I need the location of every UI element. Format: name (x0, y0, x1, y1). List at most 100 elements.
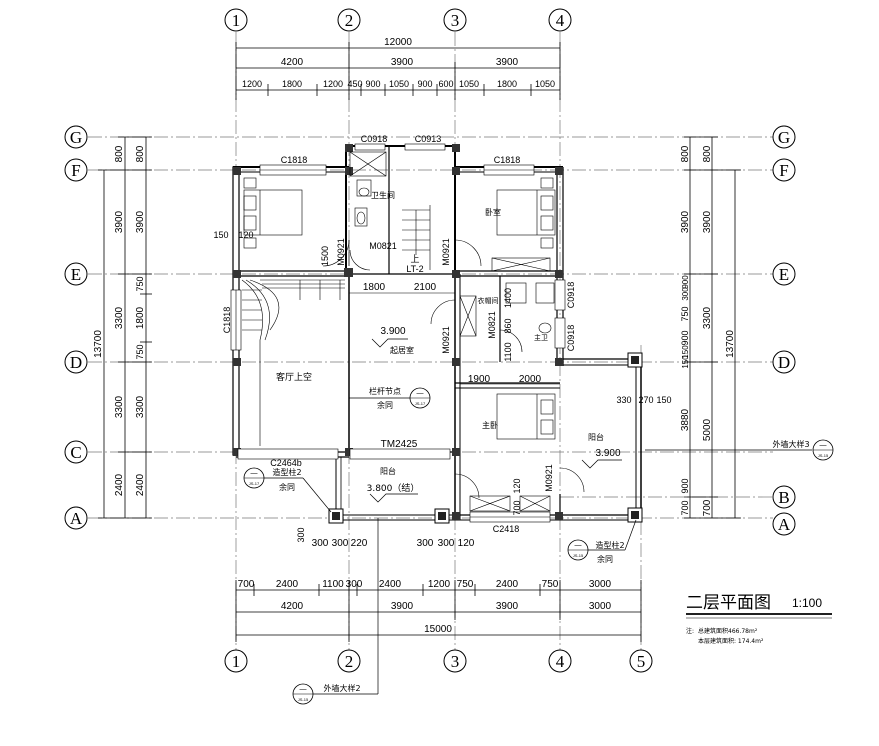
dim-label: 2400 (135, 473, 146, 496)
area-note-floor: 本层建筑面积: 174.4m² (698, 637, 764, 645)
room-label-living-void: 客厅上空 (276, 371, 312, 383)
dim-label: 220 (351, 538, 368, 549)
door-swings (322, 239, 585, 499)
dimension-lines-right (684, 136, 741, 519)
detail-callout-wall-3: 外墙大样3 — JS-15 (645, 439, 834, 461)
dim-label: 1200 (323, 79, 343, 89)
detail-callout-column-west: — JS-17 造型柱2 余同 (243, 467, 332, 513)
opening-codes: C0918 C0913 C1818 C1818 C1818 C0918 C091… (222, 134, 576, 534)
axis-label: F (779, 161, 788, 180)
dim-label: 1050 (389, 79, 409, 89)
dim-label: 1800 (363, 282, 386, 293)
drawing-scale: 1:100 (792, 596, 822, 610)
room-label-balcony-south: 阳台 (380, 466, 396, 476)
dimension-text-right: 13700 800 3900 3300 5000 700 800 3900 90… (680, 145, 736, 516)
dim-label: 2400 (114, 473, 125, 496)
floor-level: 3.800（结） (367, 482, 420, 494)
axis-label: 1 (232, 11, 241, 30)
dim-label: 3300 (702, 306, 713, 329)
dim-label: 4200 (281, 57, 304, 68)
dim-label: 300 (332, 538, 349, 549)
svg-text:—: — (251, 470, 258, 477)
window-code: C2418 (493, 524, 520, 534)
dimension-lines-top (235, 42, 561, 100)
area-note-total: 总建筑面积466.78m² (698, 627, 758, 635)
dim-label: 1200 (242, 79, 262, 89)
dim-label: 300 (438, 538, 455, 549)
dimension-text-left: 13700 800 3900 3300 3300 2400 800 3900 7… (93, 145, 146, 496)
axis-label: C (70, 443, 81, 462)
axis-grid (88, 32, 773, 650)
window-code: C0918 (361, 134, 388, 144)
axis-bubbles-bottom: 1 2 3 4 5 (224, 649, 653, 673)
stair-up-label: 上 (410, 254, 419, 265)
dim-label: 1800 (282, 79, 302, 89)
dim-label: 1100 (322, 579, 344, 590)
dim-label: 150 (681, 355, 690, 369)
dim-label: 3880 (680, 408, 691, 431)
dim-label: 700 (238, 579, 255, 590)
dimension-text-top: 12000 4200 3900 3900 1200 1800 1200 450 … (242, 37, 555, 89)
floor-level: 3.900 (595, 448, 620, 459)
axis-label: E (71, 265, 81, 284)
window-code: C0913 (415, 134, 442, 144)
drawing-title-block: 二层平面图 1:100 注: 总建筑面积466.78m² 本层建筑面积: 174… (686, 593, 832, 645)
svg-text:余同: 余同 (377, 400, 393, 410)
window-openings (230, 143, 566, 523)
svg-text:JS-17: JS-17 (249, 481, 260, 486)
axis-label: A (778, 515, 791, 534)
axis-label: B (778, 488, 789, 507)
dim-label: 1100 (503, 342, 513, 361)
window-code: C1818 (222, 307, 232, 334)
detail-callout-column-east: — JS-15 造型柱2 余同 (567, 519, 637, 564)
dim-label: 3900 (114, 210, 125, 233)
dim-label: 300 (346, 579, 363, 590)
dim-label: 1050 (459, 79, 479, 89)
dim-label: 150 (213, 230, 228, 240)
dim-label: 120 (512, 478, 522, 493)
axis-label: F (71, 161, 80, 180)
dim-label: 5000 (702, 418, 713, 441)
room-label-master: 主卧 (482, 420, 498, 430)
dim-label: 330 (616, 395, 631, 405)
dim-label: 3900 (702, 210, 713, 233)
dim-label: 1900 (468, 374, 491, 385)
axis-label: 1 (232, 652, 241, 671)
stair-code: LT-2 (406, 264, 423, 274)
room-labels: 卫生间 卧室 上 LT-2 衣帽间 主卫 客厅上空 3.900 起居室 主卧 阳… (276, 190, 621, 494)
svg-text:JS-17: JS-17 (415, 401, 426, 406)
dim-label: 3900 (391, 57, 414, 68)
dim-label: 120 (238, 230, 253, 240)
dim-label: 3300 (114, 306, 125, 329)
svg-text:—: — (575, 542, 582, 549)
room-label-toilet: 卫生间 (371, 190, 395, 200)
dimension-lines-bottom (235, 580, 642, 642)
dim-label: 300 (417, 538, 434, 549)
svg-text:外墙大样3: 外墙大样3 (772, 439, 809, 449)
dim-label: 1800 (135, 306, 146, 329)
door-code: M0921 (441, 238, 451, 266)
dim-label: 150 (681, 345, 690, 359)
detail-callout-wall-2: 外墙大样2 — JS-15 (292, 518, 379, 705)
axis-label: 3 (451, 652, 460, 671)
dim-label: 750 (457, 579, 474, 590)
axis-label: D (70, 353, 82, 372)
level-markers (369, 338, 622, 503)
dim-label: 1200 (428, 579, 451, 590)
dim-label: 900 (681, 275, 690, 289)
interior-dimensions: 1800 2100 150 120 1500 1900 2000 1400 86… (213, 230, 671, 549)
dim-label: 3300 (135, 395, 146, 418)
axis-label: G (778, 128, 790, 147)
dim-label: 3900 (135, 210, 146, 233)
door-code: M0921 (336, 238, 346, 266)
dim-label: 3900 (496, 57, 519, 68)
axis-label: D (778, 353, 790, 372)
dim-label: 1050 (535, 79, 555, 89)
axis-label: 2 (345, 11, 354, 30)
window-code: C0918 (566, 325, 576, 352)
dim-label: 12000 (384, 37, 412, 48)
dim-label: 15000 (424, 624, 452, 635)
dim-label: 800 (114, 145, 125, 162)
balcony-column-cores (332, 356, 639, 520)
axis-label: A (70, 509, 83, 528)
